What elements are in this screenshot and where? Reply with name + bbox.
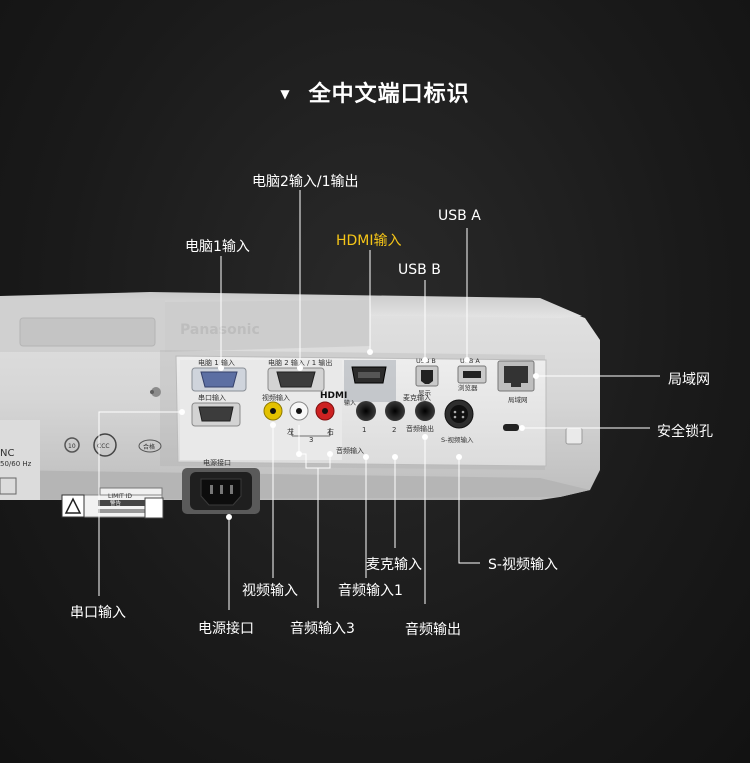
panel-audioin-text: 音频输入: [336, 446, 364, 455]
label-security-lock: 安全锁孔: [657, 424, 713, 440]
panel-n10-text: 10: [68, 443, 76, 450]
label-pc2-input-output: 电脑2输入/1输出: [252, 174, 359, 190]
label-usb-b: USB B: [398, 262, 441, 278]
panel-usba-sub: 浏览器: [458, 383, 478, 392]
panel-limit-text: LIMIT ID: [108, 493, 132, 500]
panel-pc1-text: 电脑 1 输入: [198, 358, 235, 367]
label-usb-a: USB A: [438, 208, 481, 224]
label-audio-input-1: 音频输入1: [338, 583, 403, 599]
panel-usbb-sub: 显示: [418, 389, 432, 397]
panel-n3-text: 3: [309, 436, 313, 444]
panel-svideo-text: S-视频输入: [441, 435, 474, 444]
label-power-inlet: 电源接口: [198, 621, 254, 637]
panel-ccc-text: CCC: [97, 443, 110, 450]
panel-printed-text: 电脑 1 输入 电脑 2 输入 / 1 输出 串口输入 视频输入 HDMI 输入…: [0, 322, 528, 507]
panel-hdmi-sub: 输入: [344, 399, 356, 407]
callout-dots: [179, 349, 539, 520]
panel-mic-text: 麦克输入: [403, 393, 431, 402]
panel-serial-text: 串口输入: [198, 393, 226, 402]
page-title-text: 全中文端口标识: [308, 82, 470, 107]
label-svideo-input: S-视频输入: [488, 557, 558, 573]
panel-warning-text: 警告: [110, 499, 122, 507]
label-stickers: [0, 387, 164, 519]
label-mic-input: 麦克输入: [366, 557, 422, 573]
callout-lines: [98, 190, 660, 610]
panel-nc-text: NC: [0, 448, 14, 459]
label-serial-input: 串口输入: [70, 605, 126, 621]
panel-hege-text: 合格: [143, 443, 155, 451]
panel-usba-text: USB A: [460, 357, 480, 365]
panel-left-text: 左: [287, 427, 294, 436]
label-pc1-input: 电脑1输入: [185, 239, 250, 255]
panel-right-text: 右: [327, 427, 334, 436]
panel-hdmi-logo: HDMI: [320, 391, 347, 401]
label-video-input: 视频输入: [242, 583, 298, 599]
label-audio-input-3: 音频输入3: [290, 621, 355, 637]
panel-lan-text: 局域网: [508, 395, 528, 404]
panel-brand-text: Panasonic: [180, 322, 260, 338]
panel-audioout-text: 音频输出: [406, 424, 434, 433]
label-hdmi-input: HDMI输入: [336, 233, 402, 249]
page-title: ▼ 全中文端口标识: [0, 76, 750, 108]
triangle-down-icon: ▼: [280, 87, 291, 101]
panel-hz-text: 50/60 Hz: [0, 460, 32, 468]
panel-video-text: 视频输入: [262, 393, 290, 402]
connector-panel: [175, 355, 547, 514]
label-audio-output: 音频输出: [405, 622, 461, 638]
panel-n1-text: 1: [362, 426, 366, 434]
panel-n2-text: 2: [392, 426, 396, 434]
panel-power-text: 电源接口: [203, 458, 231, 467]
label-lan: 局域网: [668, 372, 710, 388]
